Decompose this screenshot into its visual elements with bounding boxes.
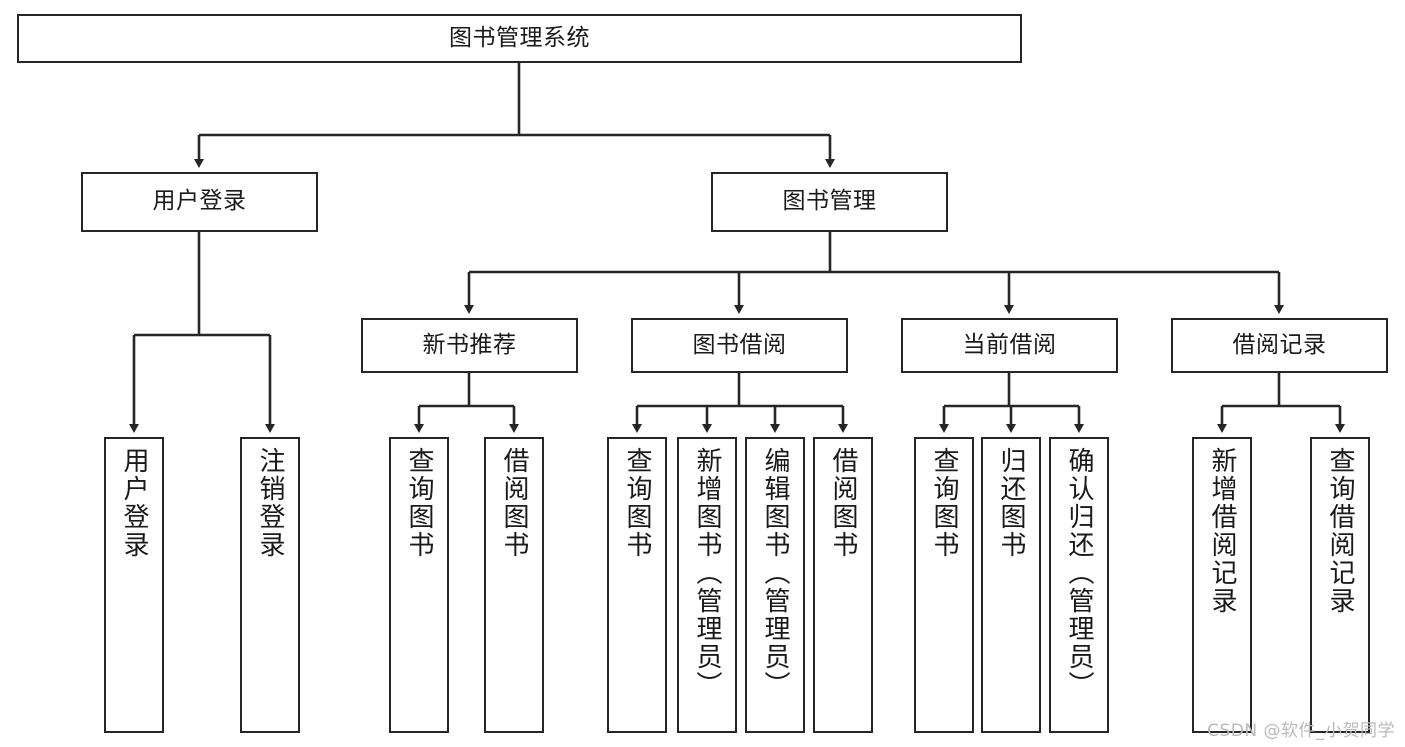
leaf-user-login[interactable]: 用户登录 (104, 437, 164, 733)
node-label: 查询图书 (404, 447, 434, 559)
leaf-confirm-return-admin[interactable]: 确认归还（管理员） (1049, 437, 1109, 733)
node-label: 用户登录 (152, 188, 247, 215)
node-label: 注销登录 (255, 447, 285, 559)
node-label: 查询图书 (929, 447, 959, 559)
node-label: 借阅图书 (828, 447, 858, 559)
node-label: 归还图书 (996, 447, 1026, 559)
node-label: 借阅图书 (499, 447, 529, 559)
node-user-login[interactable]: 用户登录 (81, 172, 318, 232)
node-label: 借阅记录 (1232, 331, 1327, 358)
node-book-borrow[interactable]: 图书借阅 (631, 318, 848, 373)
node-label: 编辑图书（管理员） (760, 447, 790, 699)
leaf-query-book-current[interactable]: 查询图书 (914, 437, 974, 733)
leaf-edit-book-admin[interactable]: 编辑图书（管理员） (745, 437, 805, 733)
node-label: 新增借阅记录 (1207, 447, 1237, 615)
node-current-borrow[interactable]: 当前借阅 (901, 318, 1118, 373)
leaf-query-book-recommend[interactable]: 查询图书 (389, 437, 449, 733)
node-label: 新增图书（管理员） (692, 447, 722, 699)
csdn-watermark: CSDN @软件_小贺同学 (1207, 721, 1395, 741)
node-new-book-recommend[interactable]: 新书推荐 (361, 318, 578, 373)
node-label: 用户登录 (119, 447, 149, 559)
leaf-return-book[interactable]: 归还图书 (981, 437, 1041, 733)
node-label: 确认归还（管理员） (1064, 447, 1094, 699)
node-root-book-management-system[interactable]: 图书管理系统 (17, 14, 1022, 63)
node-book-management[interactable]: 图书管理 (711, 172, 948, 232)
node-label: 查询借阅记录 (1325, 447, 1355, 615)
leaf-add-borrow-record[interactable]: 新增借阅记录 (1192, 437, 1252, 733)
leaf-query-borrow-record[interactable]: 查询借阅记录 (1310, 437, 1370, 733)
leaf-add-book-admin[interactable]: 新增图书（管理员） (677, 437, 737, 733)
leaf-borrow-book-recommend[interactable]: 借阅图书 (484, 437, 544, 733)
leaf-logout-login[interactable]: 注销登录 (240, 437, 300, 733)
leaf-query-book-borrow[interactable]: 查询图书 (607, 437, 667, 733)
node-label: 新书推荐 (422, 331, 517, 358)
node-label: 图书管理 (782, 188, 877, 215)
node-label: 图书管理系统 (449, 24, 590, 51)
node-borrow-record[interactable]: 借阅记录 (1171, 318, 1388, 373)
node-label: 查询图书 (622, 447, 652, 559)
node-label: 当前借阅 (962, 331, 1057, 358)
leaf-borrow-book[interactable]: 借阅图书 (813, 437, 873, 733)
node-label: 图书借阅 (692, 331, 787, 358)
